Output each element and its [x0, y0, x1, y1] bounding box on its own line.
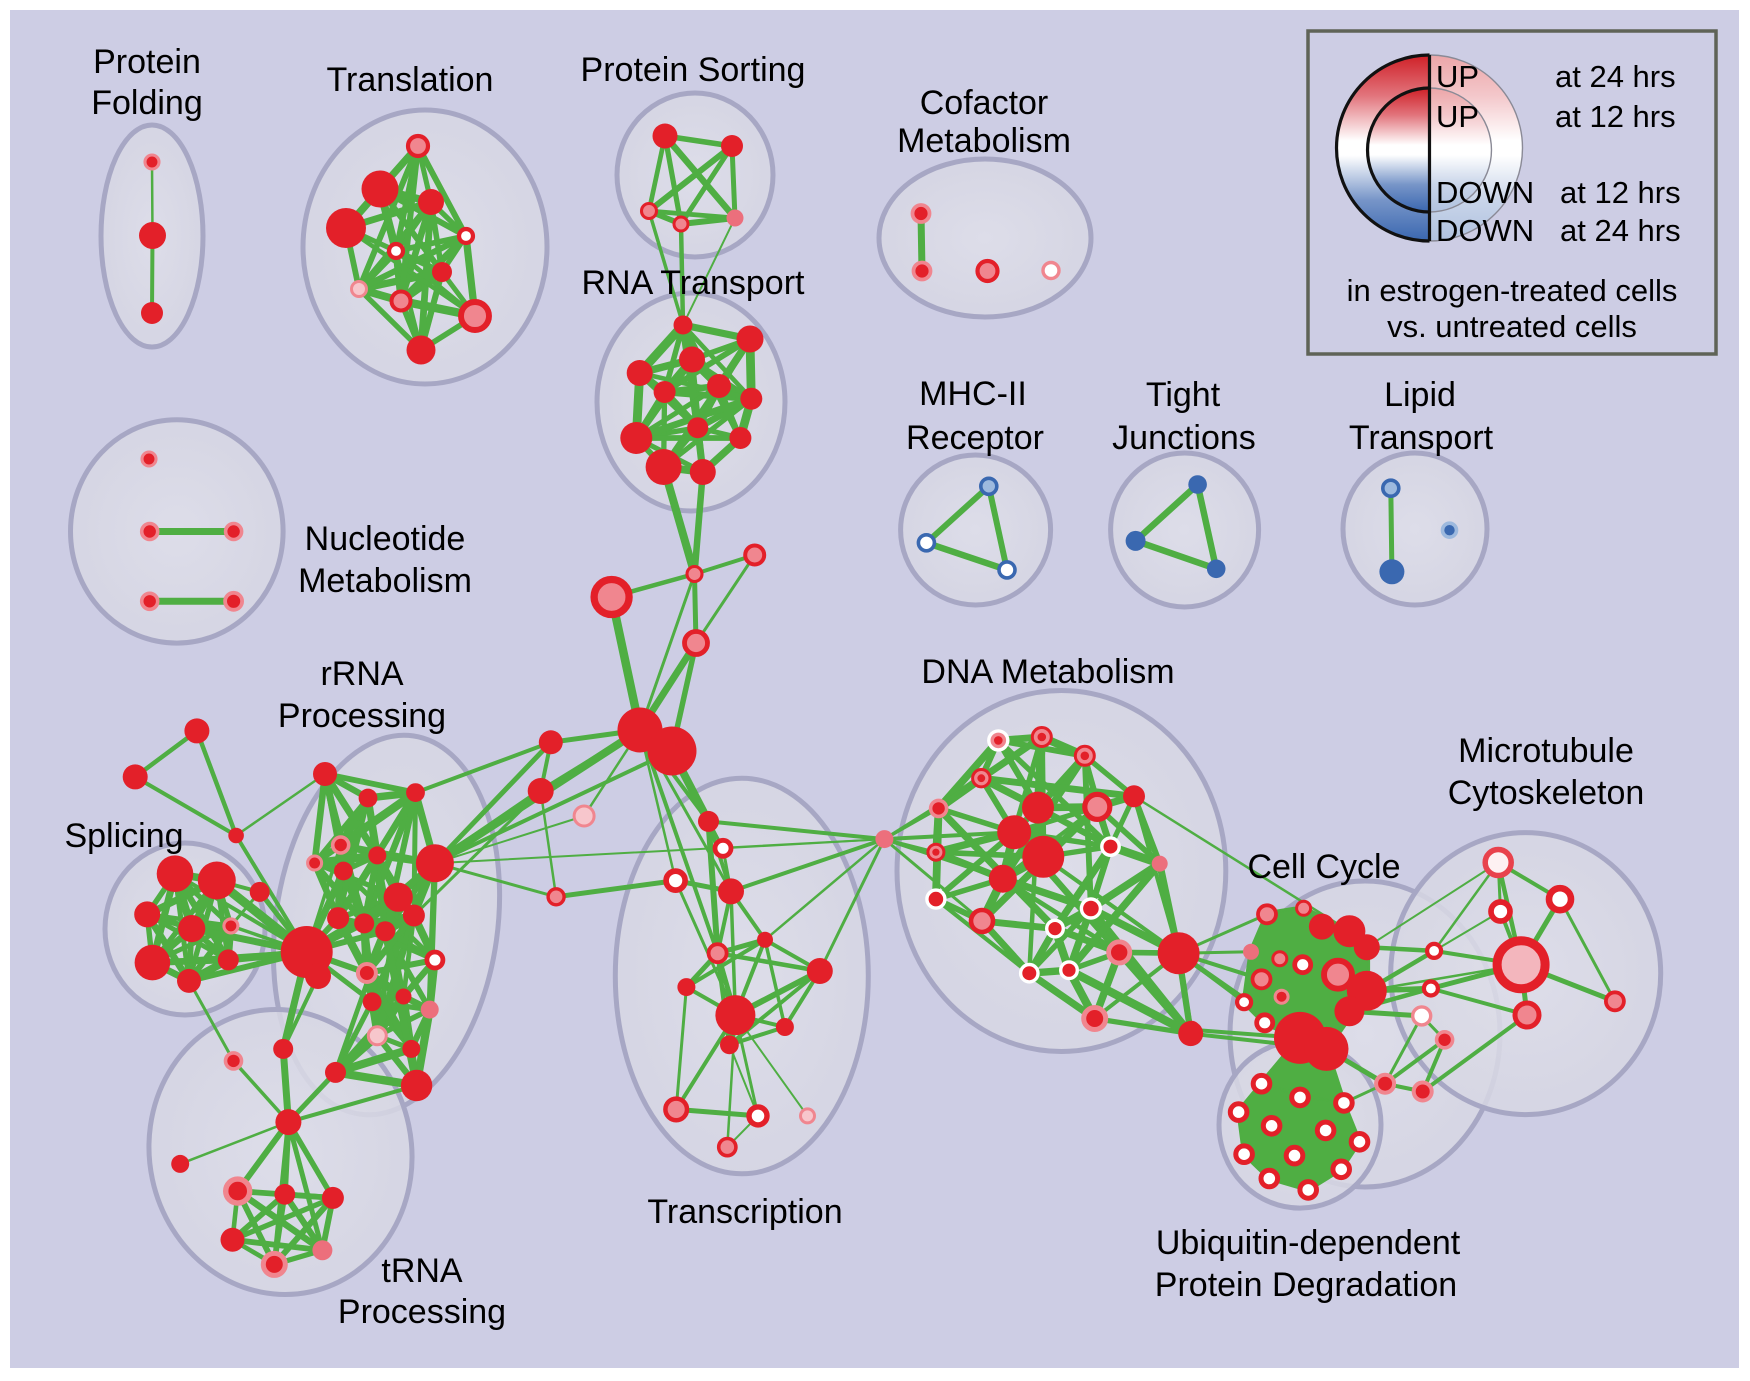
svg-text:Tight: Tight: [1146, 376, 1221, 414]
svg-text:Nucleotide: Nucleotide: [305, 520, 466, 558]
svg-text:RNA Transport: RNA Transport: [582, 264, 806, 302]
svg-text:Cell Cycle: Cell Cycle: [1247, 848, 1400, 886]
svg-text:rRNA: rRNA: [320, 655, 403, 693]
svg-text:at 12 hrs: at 12 hrs: [1560, 175, 1681, 210]
svg-text:Processing: Processing: [278, 697, 446, 735]
svg-text:Cytoskeleton: Cytoskeleton: [1448, 774, 1645, 812]
svg-text:DOWN: DOWN: [1436, 175, 1534, 210]
svg-text:Transcription: Transcription: [647, 1193, 842, 1231]
svg-text:tRNA: tRNA: [381, 1252, 463, 1290]
svg-text:Lipid: Lipid: [1384, 376, 1456, 414]
svg-text:Junctions: Junctions: [1112, 419, 1256, 457]
svg-text:Protein: Protein: [93, 43, 201, 81]
svg-text:DNA Metabolism: DNA Metabolism: [921, 653, 1174, 691]
svg-text:Microtubule: Microtubule: [1458, 732, 1634, 770]
svg-text:UP: UP: [1436, 59, 1479, 94]
svg-text:in estrogen-treated cells: in estrogen-treated cells: [1347, 273, 1678, 308]
svg-text:Ubiquitin-dependent: Ubiquitin-dependent: [1156, 1224, 1461, 1262]
svg-text:MHC-II: MHC-II: [919, 375, 1027, 413]
svg-text:UP: UP: [1436, 99, 1479, 134]
svg-text:Translation: Translation: [327, 61, 494, 99]
svg-text:vs. untreated cells: vs. untreated cells: [1387, 309, 1637, 344]
svg-text:at 24 hrs: at 24 hrs: [1560, 213, 1681, 248]
svg-text:at 12 hrs: at 12 hrs: [1555, 99, 1676, 134]
svg-text:Protein Sorting: Protein Sorting: [581, 51, 806, 89]
svg-text:Receptor: Receptor: [906, 419, 1044, 457]
svg-text:Cofactor: Cofactor: [920, 84, 1049, 122]
svg-text:Metabolism: Metabolism: [298, 562, 472, 600]
svg-text:Splicing: Splicing: [64, 817, 183, 855]
svg-text:Processing: Processing: [338, 1293, 506, 1331]
svg-text:at 24 hrs: at 24 hrs: [1555, 59, 1676, 94]
svg-text:Metabolism: Metabolism: [897, 122, 1071, 160]
svg-text:Transport: Transport: [1349, 419, 1494, 457]
svg-text:DOWN: DOWN: [1436, 213, 1534, 248]
svg-text:Protein Degradation: Protein Degradation: [1155, 1266, 1457, 1304]
svg-text:Folding: Folding: [91, 84, 203, 122]
